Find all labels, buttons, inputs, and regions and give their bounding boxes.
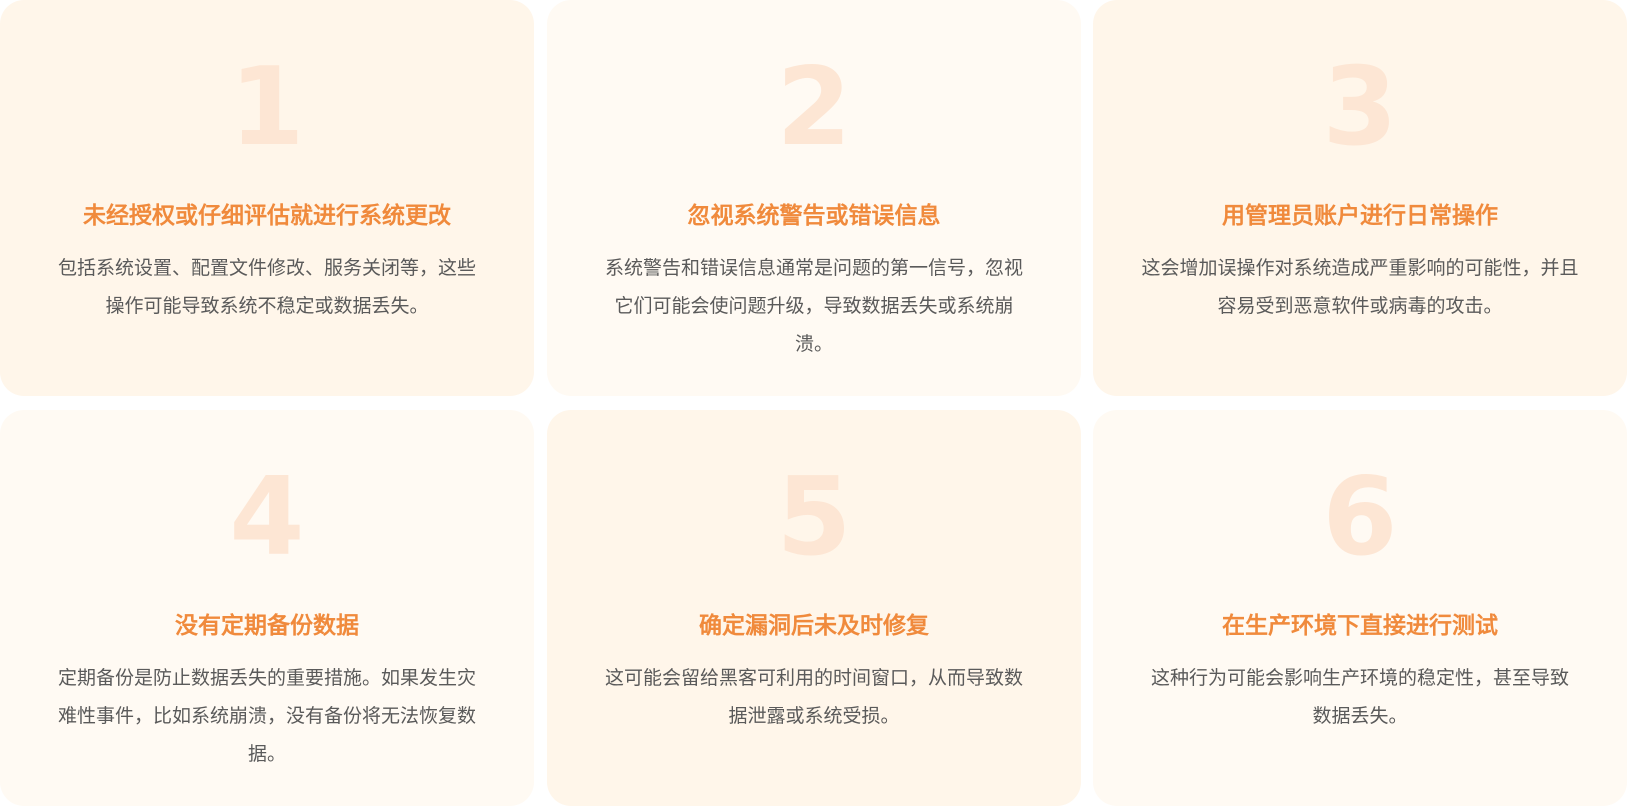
card-description: 系统警告和错误信息通常是问题的第一信号，忽视它们可能会使问题升级，导致数据丢失或… bbox=[604, 257, 1023, 355]
card-number: 2 bbox=[776, 45, 852, 170]
card-6: 6 在生产环境下直接进行测试 这种行为可能会影响生产环境的稳定性，甚至导致数据丢… bbox=[1093, 410, 1627, 806]
card-3: 3 用管理员账户进行日常操作 这会增加误操作对系统造成严重影响的可能性，并且容易… bbox=[1093, 0, 1627, 396]
card-1: 1 未经授权或仔细评估就进行系统更改 包括系统设置、配置文件修改、服务关闭等，这… bbox=[0, 0, 534, 396]
card-description: 这种行为可能会影响生产环境的稳定性，甚至导致数据丢失。 bbox=[1150, 667, 1569, 727]
card-description: 这可能会留给黑客可利用的时间窗口，从而导致数据泄露或系统受损。 bbox=[604, 667, 1023, 727]
card-title: 用管理员账户进行日常操作 bbox=[1222, 203, 1498, 229]
card-title: 没有定期备份数据 bbox=[175, 613, 359, 639]
card-5: 5 确定漏洞后未及时修复 这可能会留给黑客可利用的时间窗口，从而导致数据泄露或系… bbox=[547, 410, 1081, 806]
card-number: 3 bbox=[1322, 45, 1398, 170]
card-description: 包括系统设置、配置文件修改、服务关闭等，这些操作可能导致系统不稳定或数据丢失。 bbox=[57, 257, 476, 317]
card-title: 确定漏洞后未及时修复 bbox=[699, 613, 929, 639]
card-title: 忽视系统警告或错误信息 bbox=[687, 203, 941, 229]
card-number: 5 bbox=[776, 455, 852, 580]
card-number: 4 bbox=[229, 455, 305, 580]
card-description: 这会增加误操作对系统造成严重影响的可能性，并且容易受到恶意软件或病毒的攻击。 bbox=[1141, 257, 1579, 317]
card-number: 6 bbox=[1322, 455, 1398, 580]
card-title: 未经授权或仔细评估就进行系统更改 bbox=[83, 203, 451, 229]
card-4: 4 没有定期备份数据 定期备份是防止数据丢失的重要措施。如果发生灾难性事件，比如… bbox=[0, 410, 534, 806]
card-2: 2 忽视系统警告或错误信息 系统警告和错误信息通常是问题的第一信号，忽视它们可能… bbox=[547, 0, 1081, 396]
card-number: 1 bbox=[229, 45, 305, 170]
card-title: 在生产环境下直接进行测试 bbox=[1222, 613, 1498, 639]
card-description: 定期备份是防止数据丢失的重要措施。如果发生灾难性事件，比如系统崩溃，没有备份将无… bbox=[57, 667, 476, 765]
